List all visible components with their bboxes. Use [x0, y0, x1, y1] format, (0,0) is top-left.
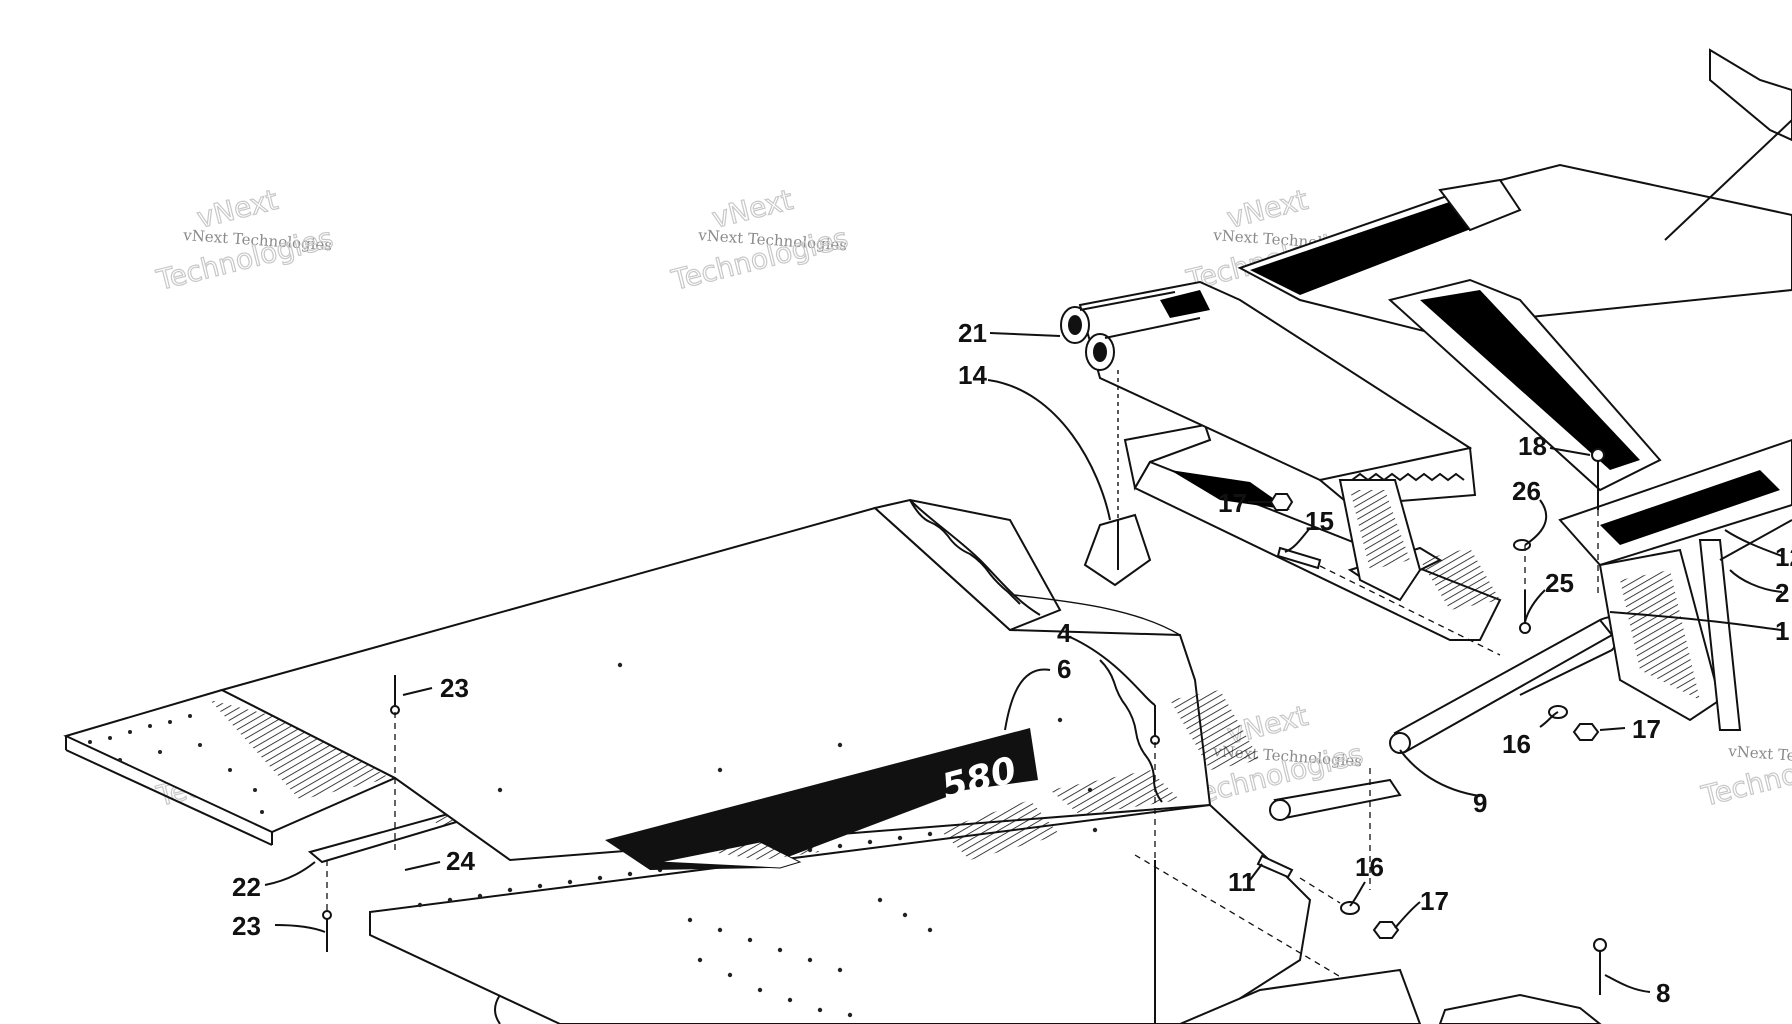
label-26: 26 [1512, 476, 1541, 506]
label-11: 11 [1228, 867, 1256, 897]
label-8: 8 [1656, 978, 1670, 1008]
bolt-15 [1276, 546, 1322, 570]
watermark-8: vNext Technologies Technologies [1697, 737, 1792, 814]
label-9: 9 [1473, 788, 1487, 818]
label-6: 6 [1057, 654, 1071, 684]
torn-edge [909, 499, 1163, 803]
tunnel-curve [494, 994, 501, 1024]
label-18: 18 [1518, 431, 1547, 461]
label-21: 21 [958, 318, 987, 348]
nut-17-low [1372, 921, 1400, 939]
nut-17-top [1269, 493, 1294, 511]
label-24: 24 [446, 846, 475, 876]
tunnel-top-panel [219, 506, 1312, 1024]
lower-bracket [1154, 860, 1602, 1024]
nut-17-mid [1572, 723, 1600, 741]
watermark-2: vNext vNext Technologies Technologies [667, 182, 852, 297]
label-1: 1 [1775, 616, 1789, 646]
label-17-low: 17 [1420, 886, 1449, 916]
rear-axle-tube [1269, 778, 1402, 821]
label-17-top: 17 [1218, 488, 1247, 518]
leader-lines [264, 332, 1783, 993]
label-14: 14 [958, 360, 987, 390]
part-numbers: 21 14 18 26 17 15 25 4 6 23 16 17 9 22 2… [232, 318, 1792, 1008]
washer-16-low [1340, 901, 1360, 915]
label-23-bottom: 23 [232, 911, 261, 941]
label-12: 12 [1775, 542, 1792, 572]
left-footrest-plate [63, 688, 398, 846]
rear-suspension-frame [1237, 48, 1792, 731]
watermark-1: vNext vNext Technologies Technologies [152, 182, 337, 297]
label-15: 15 [1305, 506, 1334, 536]
label-16-mid: 16 [1502, 729, 1531, 759]
label-2: 2 [1775, 578, 1789, 608]
label-16-low: 16 [1355, 852, 1384, 882]
bolt-11 [1256, 854, 1294, 879]
label-4: 4 [1057, 618, 1072, 648]
label-17-mid: 17 [1632, 714, 1661, 744]
label-22: 22 [232, 872, 261, 902]
fasteners [322, 370, 1607, 995]
label-23-top: 23 [440, 673, 469, 703]
label-25: 25 [1545, 568, 1574, 598]
washer-26 [1513, 539, 1531, 551]
